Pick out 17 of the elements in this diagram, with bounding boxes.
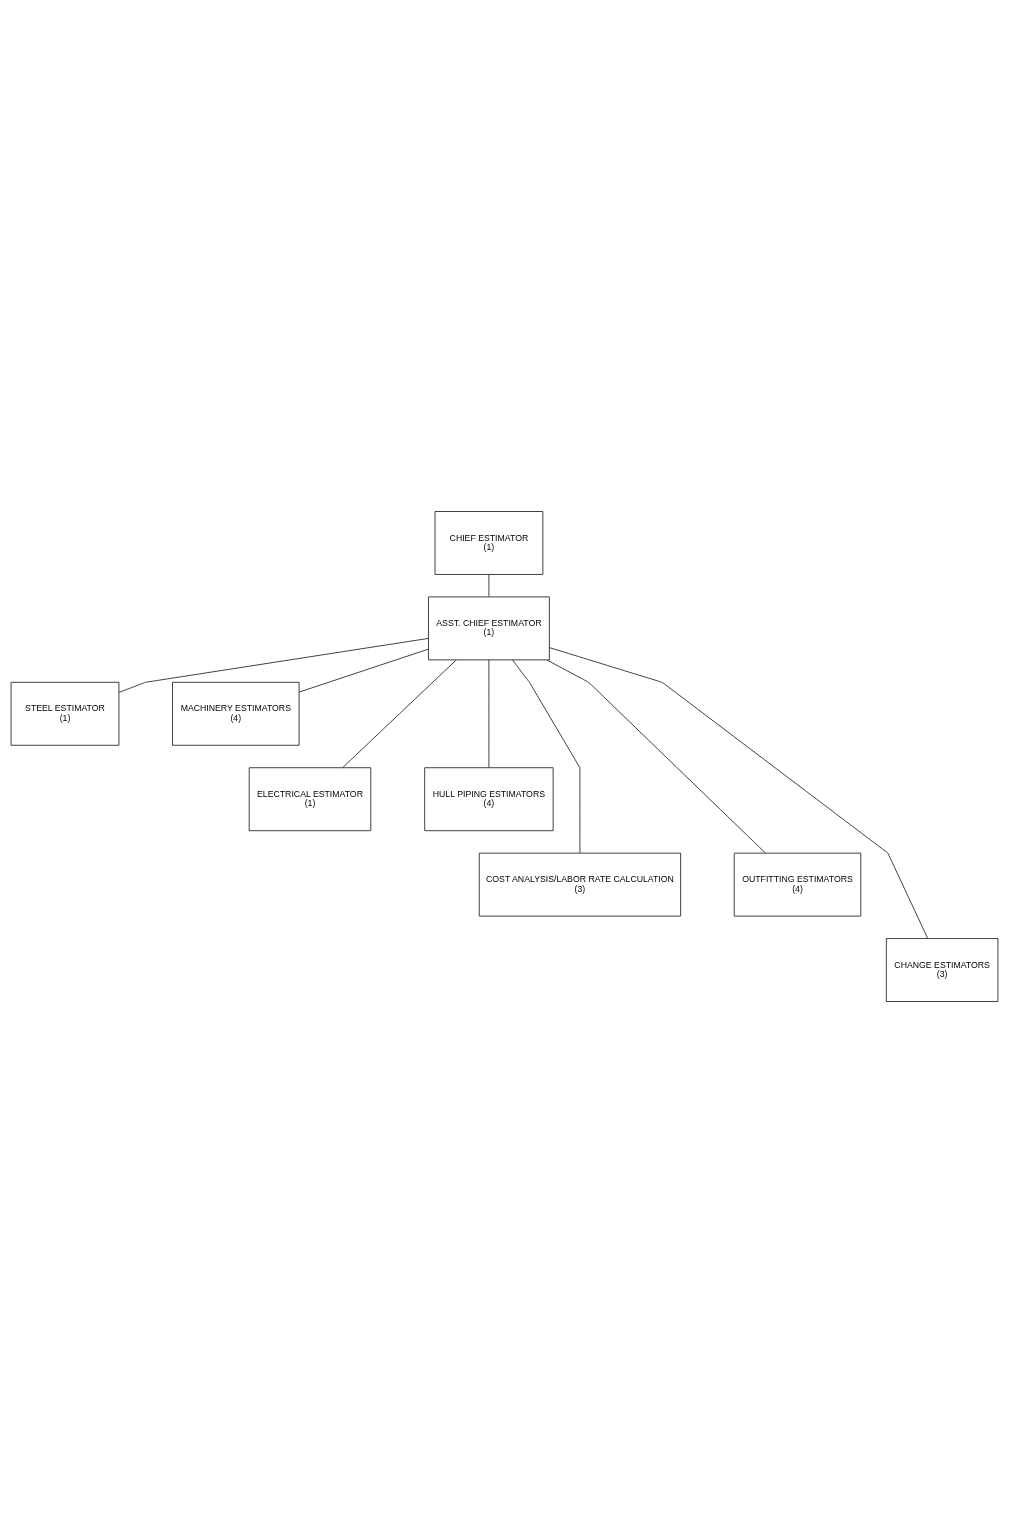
node-box: CHIEF ESTIMATOR (1)	[434, 511, 544, 575]
connector	[488, 574, 490, 598]
connector	[549, 647, 929, 939]
connector	[118, 637, 429, 693]
connector	[342, 659, 457, 769]
node-box: CHANGE ESTIMATORS (3)	[885, 938, 999, 1002]
node-box: ELECTRICAL ESTIMATOR (1)	[248, 767, 372, 832]
connector	[546, 659, 766, 854]
connector	[512, 659, 581, 854]
node-box: STEEL ESTIMATOR (1)	[10, 681, 120, 746]
node-box: ASST. CHIEF ESTIMATOR (1)	[427, 596, 550, 661]
connector	[488, 659, 490, 769]
node-box: HULL PIPING ESTIMATORS (4)	[424, 767, 554, 832]
connector	[298, 648, 429, 693]
node-box: COST ANALYSIS/LABOR RATE CALCULATION (3)	[478, 852, 682, 917]
node-box: MACHINERY ESTIMATORS (4)	[172, 681, 300, 746]
node-box: OUTFITTING ESTIMATORS (4)	[733, 852, 862, 917]
